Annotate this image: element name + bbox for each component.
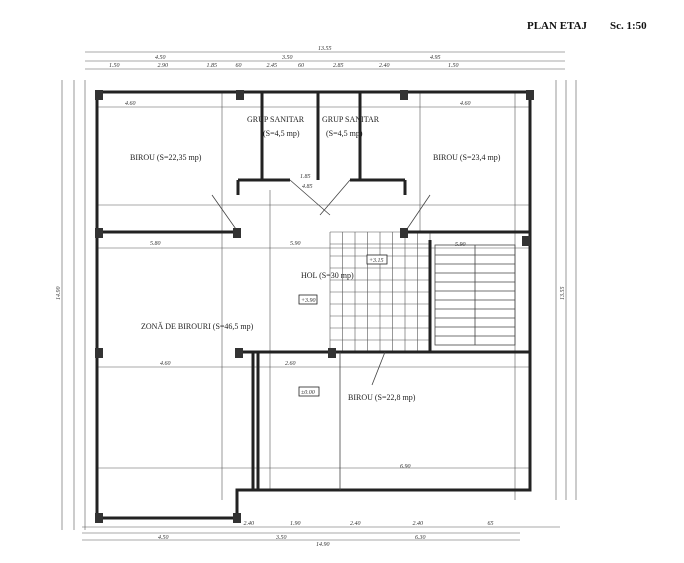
dim-right-total: 13.55 [560,287,566,301]
dim-bottom-part: 1.90 [290,521,301,527]
dim-interior: 5.90 [290,241,301,247]
room-label-office-se: BIROU (S=22,8 mp) [348,393,416,402]
dim-top-part: 2.45 [267,62,278,69]
dim-bottom-part: 2.40 [244,520,255,527]
scale-label: Sc. 1:50 [610,20,647,32]
dim-top-part: 2.40 [379,62,390,69]
dim-top-mid: 3.50 [281,55,293,61]
dim-bottom-part: 2.40 [413,520,424,527]
dim-bottom-total: 14.90 [316,541,330,548]
room-label-hall: HOL (S=30 mp) [301,271,354,280]
dim-interior: 4.60 [460,100,471,107]
dimension-lines [61,51,577,541]
dim-interior: 1.85 [300,174,311,180]
room-area-wc-right: (S=4,5 mp) [326,129,363,138]
room-label-office-ne: BIROU (S=23,4 mp) [433,153,501,162]
staircase [434,244,516,346]
dim-bottom-mid: 6.30 [415,535,426,541]
hall-tile-grid [329,231,431,353]
room-label-open-office: ZONĂ DE BIROURI (S=46,5 mp) [141,322,254,331]
dim-top-part: 1.85 [207,63,218,69]
room-label-office-nw: BIROU (S=22,35 mp) [130,153,202,162]
dim-interior: 2.60 [285,361,296,367]
dim-bottom-part: 2.40 [350,520,361,527]
pillars [95,90,534,523]
dim-bottom-mid: 4.50 [158,534,169,541]
dim-bottom-mid: 3.50 [275,535,287,541]
dim-interior: 4.85 [302,183,313,190]
dim-interior: 5.80 [150,241,161,247]
room-label-wc-left: GRUP SANITAR [247,115,305,124]
plan-title: PLAN ETAJ [527,20,587,32]
dim-top-part: 60 [236,63,242,69]
dim-interior: 4.60 [125,100,136,107]
dim-top-part: 1.50 [448,63,459,69]
dim-interior: 4.60 [160,360,171,367]
dim-top-part: 1.50 [109,63,120,69]
level-mark-office: ±0.00 [301,390,315,396]
dim-left-total: 14.90 [55,287,62,301]
room-area-wc-left: (S=4,5 mp) [263,129,300,138]
room-label-wc-right: GRUP SANITAR [322,115,380,124]
dim-top-total: 13.55 [318,46,332,52]
dim-top-part: 2.85 [333,63,344,69]
level-mark-hall: +3.90 [301,298,316,304]
dim-interior: 5.90 [455,242,466,248]
dim-interior: 6.90 [400,464,411,470]
level-mark-stair: +3.15 [369,258,384,264]
dim-top-part: 2.90 [158,63,169,69]
dim-top-part: 60 [298,63,304,69]
dim-top-mid: 4.50 [155,54,166,61]
dim-bottom-part: 65 [488,521,494,527]
dim-top-mid: 4.95 [430,54,441,61]
